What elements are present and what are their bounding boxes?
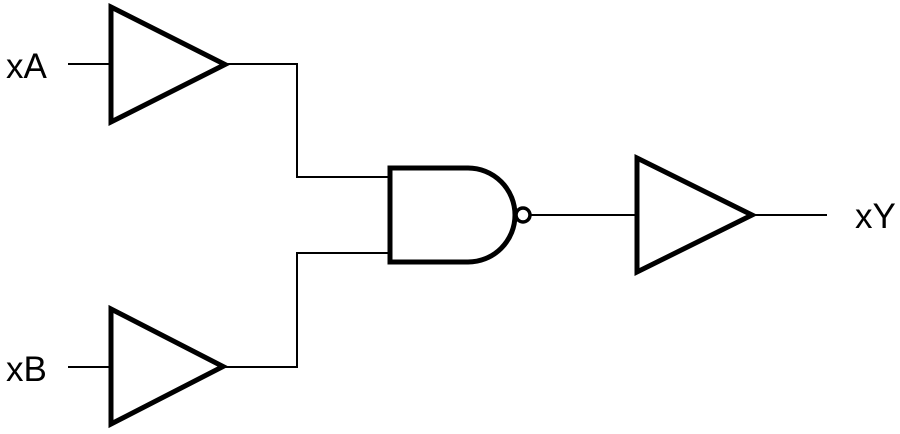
circuit-shapes [68, 2, 827, 429]
buffer-gate-b [108, 304, 229, 429]
nand-gate-body [387, 165, 518, 265]
pin-labels: xA xB xY [6, 47, 896, 389]
buffer-gate-y [634, 153, 758, 277]
input-b-label: xB [6, 350, 47, 389]
buffer-gate-a [108, 2, 231, 127]
buffer-b-to-nand-wire [223, 252, 390, 368]
nand-inversion-bubble-icon [514, 206, 532, 224]
input-a-label: xA [6, 47, 48, 86]
output-y-label: xY [855, 197, 896, 236]
buffer-a-to-nand-wire [225, 63, 390, 178]
